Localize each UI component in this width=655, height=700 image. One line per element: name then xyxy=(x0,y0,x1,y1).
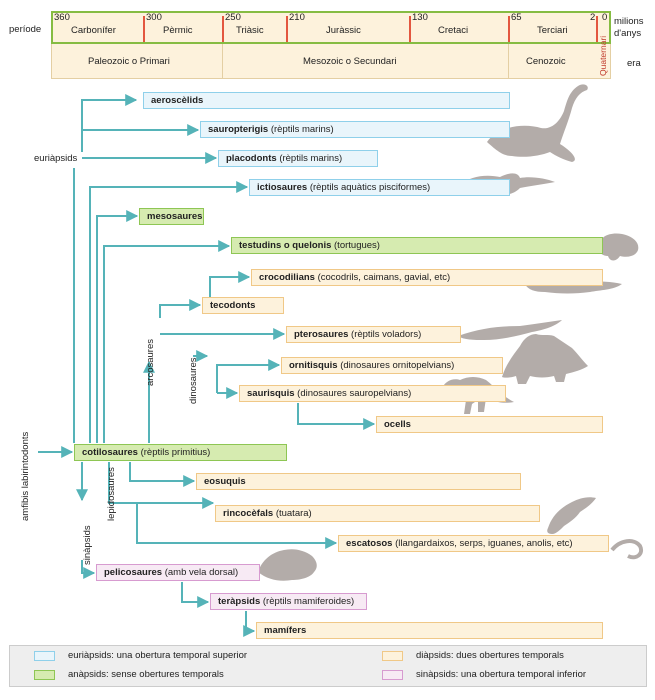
snake-icon xyxy=(610,539,643,560)
time-label: 2 xyxy=(590,12,596,23)
taxon-cotilosaures: cotilosaures (rèptils primitius) xyxy=(74,444,287,461)
unit-label-years: d'anys xyxy=(614,28,642,39)
taxon-rincocefals: rincocèfals (tuatara) xyxy=(215,505,540,522)
time-label: 130 xyxy=(412,12,428,23)
legend: euriàpsids: una obertura temporal superi… xyxy=(9,645,647,687)
period-divider xyxy=(508,16,510,42)
taxon-sauropterigis: sauropterigis (rèptils marins) xyxy=(200,121,510,138)
period-name: Carbonífer xyxy=(71,25,116,36)
time-label: 65 xyxy=(511,12,522,23)
period-divider xyxy=(286,16,288,42)
taxon-eosuquis: eosuquis xyxy=(196,473,521,490)
taxon-pelicosaures: pelicosaures (amb vela dorsal) xyxy=(96,564,260,581)
sinapsids-label: sinàpsids xyxy=(82,525,93,565)
period-divider xyxy=(143,16,145,42)
taxon-terapsids: teràpsids (rèptils mamiferoides) xyxy=(210,593,367,610)
taxon-placodonts: placodonts (rèptils marins) xyxy=(218,150,378,167)
legend-sinapsids: sinàpsids: una obertura temporal inferio… xyxy=(416,669,587,680)
taxon-aeroscelids: aeroscèlids xyxy=(143,92,510,109)
unit-label-millions: milions xyxy=(614,16,644,27)
turtle-icon xyxy=(598,233,639,261)
taxon-testudins: testudins o quelonis (tortugues) xyxy=(231,237,603,254)
taxon-mesosaures: mesosaures xyxy=(139,208,204,225)
legend-swatch-euriapsids xyxy=(34,651,55,661)
legend-swatch-sinapsids xyxy=(382,670,403,680)
taxon-saurisquis: saurisquis (dinosaures sauropelvians) xyxy=(239,385,506,402)
era-name: Paleozoic o Primari xyxy=(88,56,170,67)
taxon-pterosaures: pterosaures (rèptils voladors) xyxy=(286,326,461,343)
taxon-ictiosaures: ictiosaures (rèptils aquàtics pisciforme… xyxy=(249,179,510,196)
arcosaures-label: arcosaures xyxy=(145,339,156,386)
plesiosaur-icon xyxy=(487,84,588,162)
euriapsids-label: euriàpsids xyxy=(34,153,78,164)
period-name: Pèrmic xyxy=(163,25,193,36)
taxon-escatosos: escatosos (llangardaixos, serps, iguanes… xyxy=(338,535,609,552)
pterosaur-icon xyxy=(458,320,562,340)
time-label: 300 xyxy=(146,12,162,23)
taxon-mamifers: mamífers xyxy=(256,622,603,639)
taxon-ornitisquis: ornitisquis (dinosaures ornitopelvians) xyxy=(281,357,503,374)
period-name: Terciari xyxy=(537,25,568,36)
period-name: Cretaci xyxy=(438,25,469,36)
dimetrodon-icon xyxy=(258,549,317,581)
time-label: 360 xyxy=(54,12,70,23)
era-divider xyxy=(222,44,223,79)
root-label: amfibis labirintodonts xyxy=(20,431,31,521)
dinosaures-label: dinosaures xyxy=(188,357,199,404)
legend-swatch-anapsids xyxy=(34,670,55,680)
time-label: 210 xyxy=(289,12,305,23)
time-label: 0 xyxy=(602,12,608,23)
legend-swatch-diapsids xyxy=(382,651,403,661)
taxon-tecodonts: tecodonts xyxy=(202,297,284,314)
time-label: 250 xyxy=(225,12,241,23)
period-name: Triàsic xyxy=(236,25,264,36)
period-name: Juràssic xyxy=(326,25,361,36)
era-divider xyxy=(508,44,509,79)
era-timeline xyxy=(51,44,611,79)
legend-euriapsids: euriàpsids: una obertura temporal superi… xyxy=(68,650,248,661)
legend-anapsids: anàpsids: sense obertures temporals xyxy=(68,669,224,680)
period-divider xyxy=(409,16,411,42)
legend-diapsids: diàpsids: dues obertures temporals xyxy=(416,650,564,661)
stegosaurus-icon xyxy=(502,334,588,384)
taxon-crocodilians: crocodilians (cocodrils, caimans, gavial… xyxy=(251,269,603,286)
period-divider xyxy=(596,16,598,42)
period-divider xyxy=(222,16,224,42)
era-name: Mesozoic o Secundari xyxy=(303,56,397,67)
era-name: Cenozoic xyxy=(526,56,566,67)
taxon-ocells: ocells xyxy=(376,416,603,433)
tuatara-icon xyxy=(547,497,596,534)
era-row-label: era xyxy=(627,58,641,69)
lepidosaures-label: lepidosaures xyxy=(106,467,117,521)
period-row-label: període xyxy=(9,24,42,35)
